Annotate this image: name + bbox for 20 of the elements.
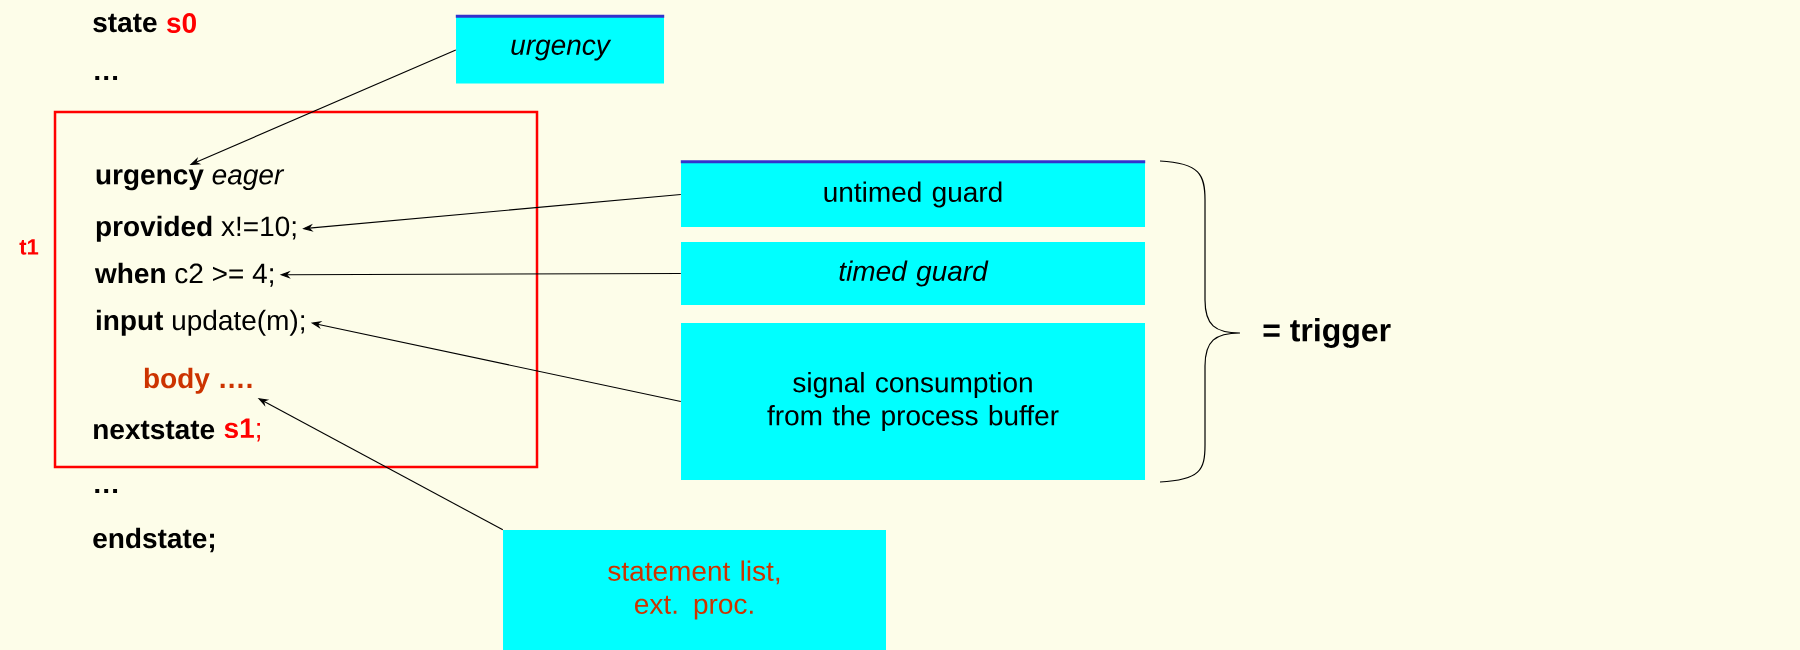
guard-box: timed guard — [681, 242, 1145, 305]
code-line: urgency eager — [96, 169, 285, 191]
transition-name: t1 — [19, 239, 39, 255]
code-line: input update(m); — [96, 309, 304, 336]
code-keyword: nextstate — [94, 420, 215, 440]
code-keyword: endstate; — [93, 527, 214, 553]
guard-box: untimed guard — [680, 160, 1146, 227]
trigger-label: = trigger — [1263, 318, 1391, 348]
code-line: when c2 >= 4; — [94, 262, 273, 287]
state-name: s0 — [166, 13, 196, 33]
ellipsis: … — [95, 488, 118, 494]
code-line: provided x!=10; — [96, 215, 296, 242]
state-keyword: state — [93, 13, 157, 33]
ellipsis: … — [95, 75, 118, 81]
transition-frame — [53, 110, 539, 469]
code-line: body …. — [144, 367, 252, 394]
consumption-box: signal consumption from the process buffer — [681, 323, 1145, 480]
note-box: statement list, ext. proc. — [503, 530, 886, 650]
state-name: s1; — [224, 418, 260, 442]
urgency-box: urgency — [455, 14, 665, 84]
